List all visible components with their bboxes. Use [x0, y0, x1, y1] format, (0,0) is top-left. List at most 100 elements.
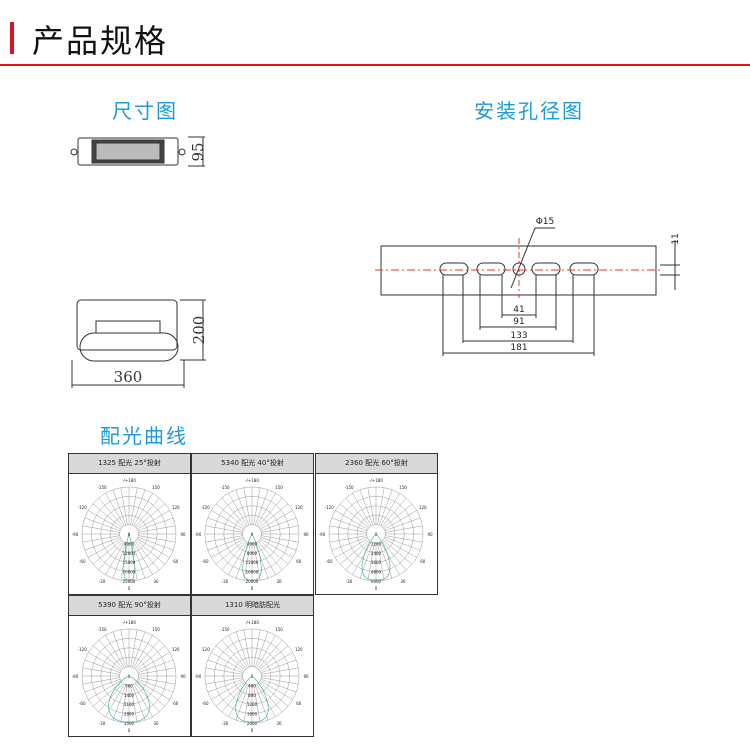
polar-spoke [221, 639, 247, 669]
polar-spoke [329, 525, 367, 533]
spacing-41: 41 [513, 305, 524, 315]
intensity-curve [235, 675, 269, 723]
angle-label: -120 [78, 647, 88, 652]
angle-label: 120 [295, 505, 303, 510]
angle-label: 30 [276, 721, 282, 726]
polar-spoke [131, 542, 146, 579]
polar-spoke [260, 680, 293, 700]
radial-label: 6000 [371, 579, 382, 584]
angle-label: -30 [99, 721, 106, 726]
polar-spoke [253, 685, 261, 723]
polar-spoke [257, 639, 283, 669]
polar-spoke [256, 493, 276, 526]
radial-label: 12000 [123, 551, 136, 556]
polar-spoke [253, 543, 261, 581]
angle-label: 60 [173, 701, 179, 706]
polar-spoke [211, 680, 244, 700]
angle-label: 30 [153, 579, 159, 584]
spacing-91: 91 [513, 317, 524, 327]
polar-spoke [256, 684, 276, 717]
angle-label: -90 [72, 532, 79, 537]
intensity-curve [108, 675, 150, 723]
angle-label: -60 [326, 559, 333, 564]
section-title-photometric: 配光曲线 [100, 424, 188, 448]
angle-label: -30 [222, 579, 229, 584]
polar-spoke [352, 542, 372, 575]
polar-spoke [98, 639, 124, 669]
polar-spoke [137, 538, 170, 558]
polar-spoke [92, 503, 122, 529]
polar-spoke [345, 497, 371, 527]
polar-spoke [235, 684, 250, 721]
radial-label: 2000 [247, 721, 258, 726]
polar-spoke [335, 510, 368, 530]
polar-spoke [215, 645, 245, 671]
polar-spoke [256, 542, 276, 575]
radial-label: 16000 [246, 570, 259, 575]
polar-spoke [243, 543, 251, 581]
radial-label: 4800 [371, 570, 382, 575]
angle-label: -30 [222, 721, 229, 726]
polar-spoke [261, 525, 299, 533]
polar-spoke [259, 539, 289, 565]
polar-chart-title: 1325 配光 25°投射 [69, 454, 190, 474]
polar-spoke [133, 635, 153, 668]
polar-spoke [84, 678, 121, 693]
angle-label: 120 [419, 505, 427, 510]
polar-spoke [138, 677, 176, 685]
angle-label: 90 [303, 532, 309, 537]
angle-label: 0 [251, 586, 254, 591]
polar-spoke [137, 678, 174, 693]
polar-spoke [235, 489, 250, 526]
angle-label: -150 [97, 485, 107, 490]
angle-label: 150 [399, 485, 407, 490]
radial-label: 1600 [247, 712, 258, 717]
angle-label: -60 [202, 701, 209, 706]
angle-label: -120 [325, 505, 335, 510]
radial-label: 700 [125, 683, 133, 688]
angle-label: -150 [344, 485, 354, 490]
radial-label: 1200 [371, 541, 382, 546]
polar-spoke [331, 536, 368, 551]
polar-spoke [215, 681, 245, 707]
radial-label: 4000 [124, 541, 135, 546]
polar-spoke [136, 503, 166, 529]
polar-spoke [133, 493, 153, 526]
radial-label: 0 [128, 674, 131, 679]
polar-spoke [243, 685, 251, 723]
angle-label: -150 [220, 485, 230, 490]
polar-spoke [383, 503, 413, 529]
polar-spoke [254, 489, 269, 526]
polar-spoke [112, 684, 127, 721]
polar-chart-title: 1310 明暗肪配光 [192, 596, 313, 616]
dimension-drawing: 95 200 360 [70, 136, 208, 388]
angle-label: 60 [173, 559, 179, 564]
polar-spoke [134, 497, 160, 527]
polar-spoke [112, 542, 127, 579]
polar-spoke [92, 539, 122, 565]
intensity-curve [242, 533, 262, 581]
polar-spoke [120, 685, 128, 723]
polar-spoke [260, 517, 297, 532]
polar-spoke [257, 497, 283, 527]
angle-label: -90 [195, 532, 202, 537]
polar-spoke [211, 510, 244, 530]
polar-spoke [112, 631, 127, 668]
polar-spoke [105, 684, 125, 717]
header-accent-bar [10, 22, 14, 54]
polar-spoke [98, 541, 124, 571]
polar-spoke [84, 659, 121, 674]
angle-label: 90 [180, 674, 186, 679]
polar-spoke [253, 487, 261, 525]
angle-label: -120 [201, 505, 211, 510]
polar-spoke [260, 678, 297, 693]
polar-spoke [82, 677, 120, 685]
radial-label: 25000 [123, 579, 136, 584]
polar-spoke [205, 677, 243, 685]
polar-spoke [260, 510, 293, 530]
